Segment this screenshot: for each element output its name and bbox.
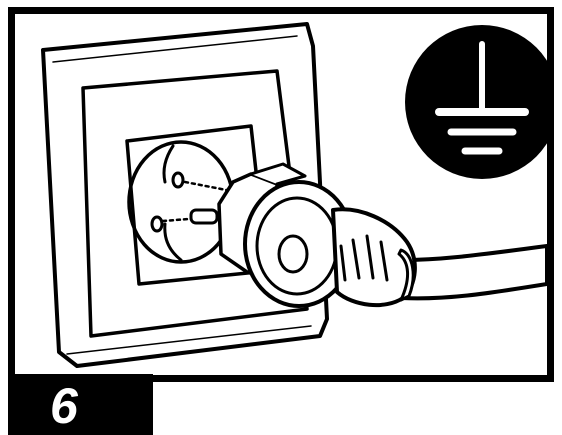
step-number-tab <box>8 374 153 435</box>
illustration-panel <box>8 7 554 382</box>
strain-relief-rib-3 <box>365 234 375 280</box>
socket-hole-bottom <box>150 215 164 233</box>
strain-relief-rib-1 <box>339 244 347 282</box>
earth-clip-top <box>162 144 175 184</box>
earth-clip-bottom <box>163 222 183 262</box>
cable <box>399 244 547 301</box>
wall-plate-sketch <box>52 35 312 355</box>
strain-relief-rib-4 <box>379 240 389 282</box>
wall-plate-outer <box>41 22 329 368</box>
plug-grip-hole <box>277 234 309 274</box>
wall-plate-inner <box>81 69 309 338</box>
socket-face <box>127 140 235 264</box>
plug-pin <box>189 208 219 225</box>
strain-relief <box>331 207 417 308</box>
socket-hole-top <box>171 171 185 189</box>
protective-earth-icon <box>405 25 547 179</box>
strain-relief-rib-2 <box>351 238 361 280</box>
plug-head-ridge <box>249 162 307 186</box>
strain-relief-end <box>397 248 415 302</box>
socket-plug-illustration <box>41 22 547 368</box>
step-number: 6 <box>50 378 78 434</box>
